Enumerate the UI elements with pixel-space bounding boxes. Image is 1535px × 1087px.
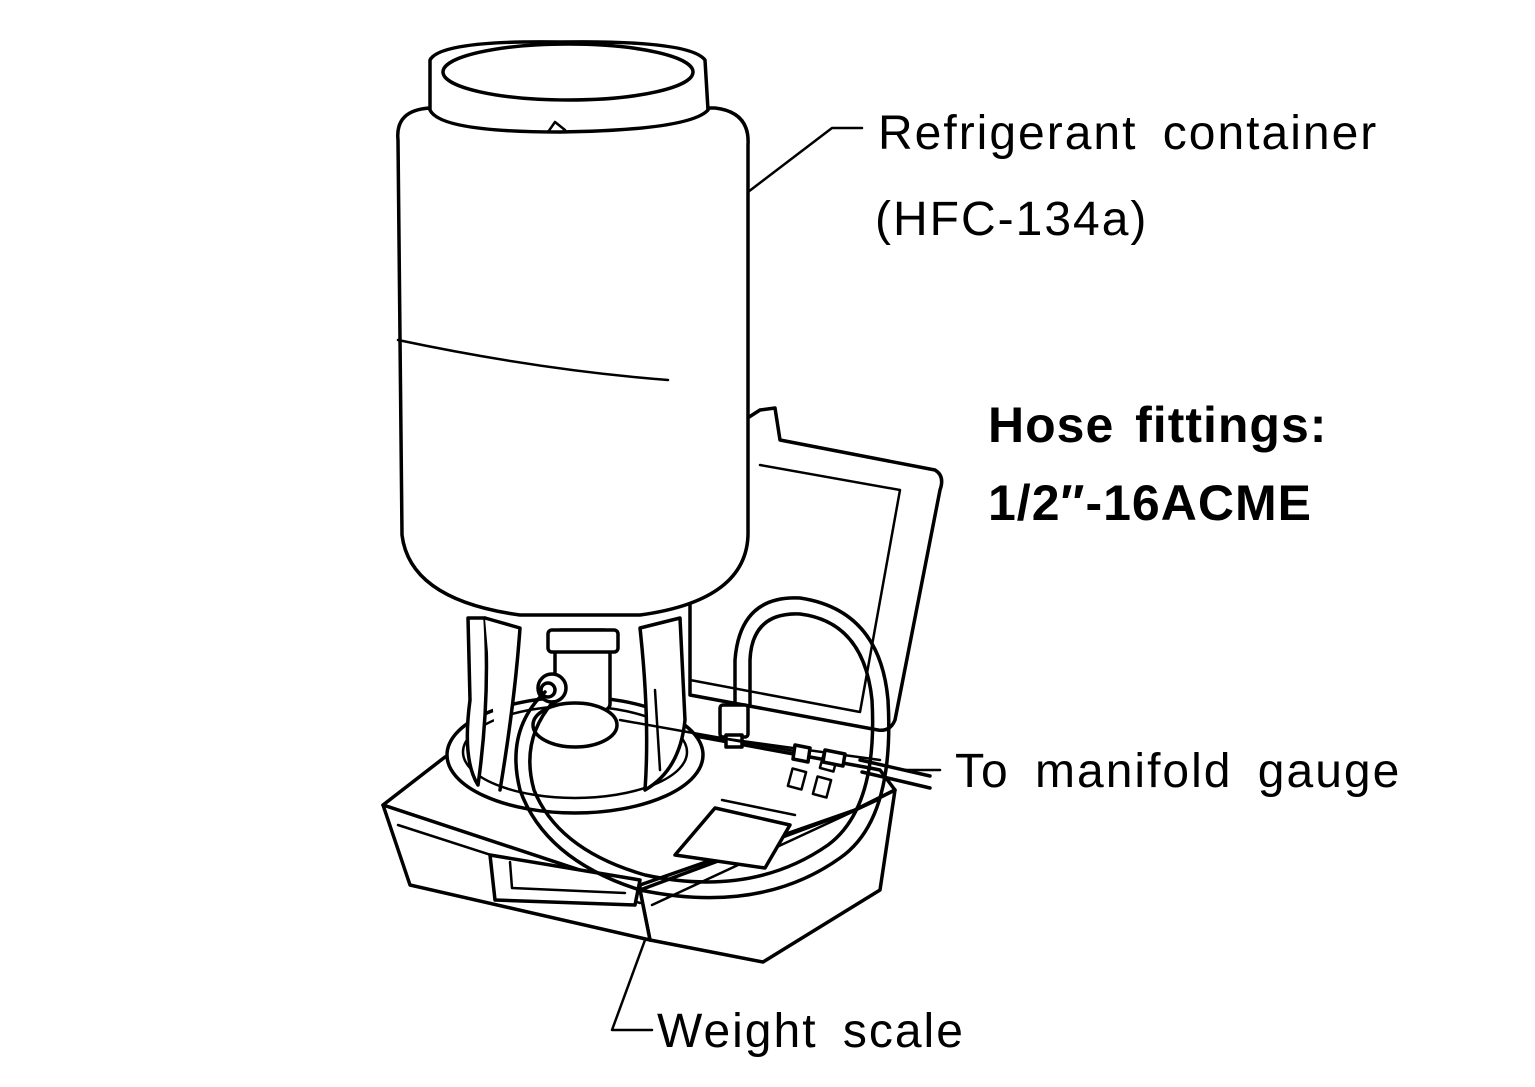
weight-scale-label: Weight scale	[657, 1005, 965, 1058]
manifold-gauge-label: To manifold gauge	[955, 745, 1402, 798]
refrigerant-container	[396, 40, 750, 617]
weight-scale-lid	[688, 406, 944, 733]
charging-hose	[514, 596, 932, 900]
hose-fittings-spec: 1/2″-16ACME	[988, 475, 1312, 531]
container-stand	[445, 616, 705, 815]
refrigerant-type-label: (HFC-134a)	[875, 193, 1149, 246]
container-leader-line	[746, 126, 864, 194]
hose-fittings-label: Hose fittings:	[988, 397, 1328, 453]
scale-leader-line	[610, 938, 654, 1032]
refrigerant-container-label: Refrigerant container	[878, 107, 1379, 160]
